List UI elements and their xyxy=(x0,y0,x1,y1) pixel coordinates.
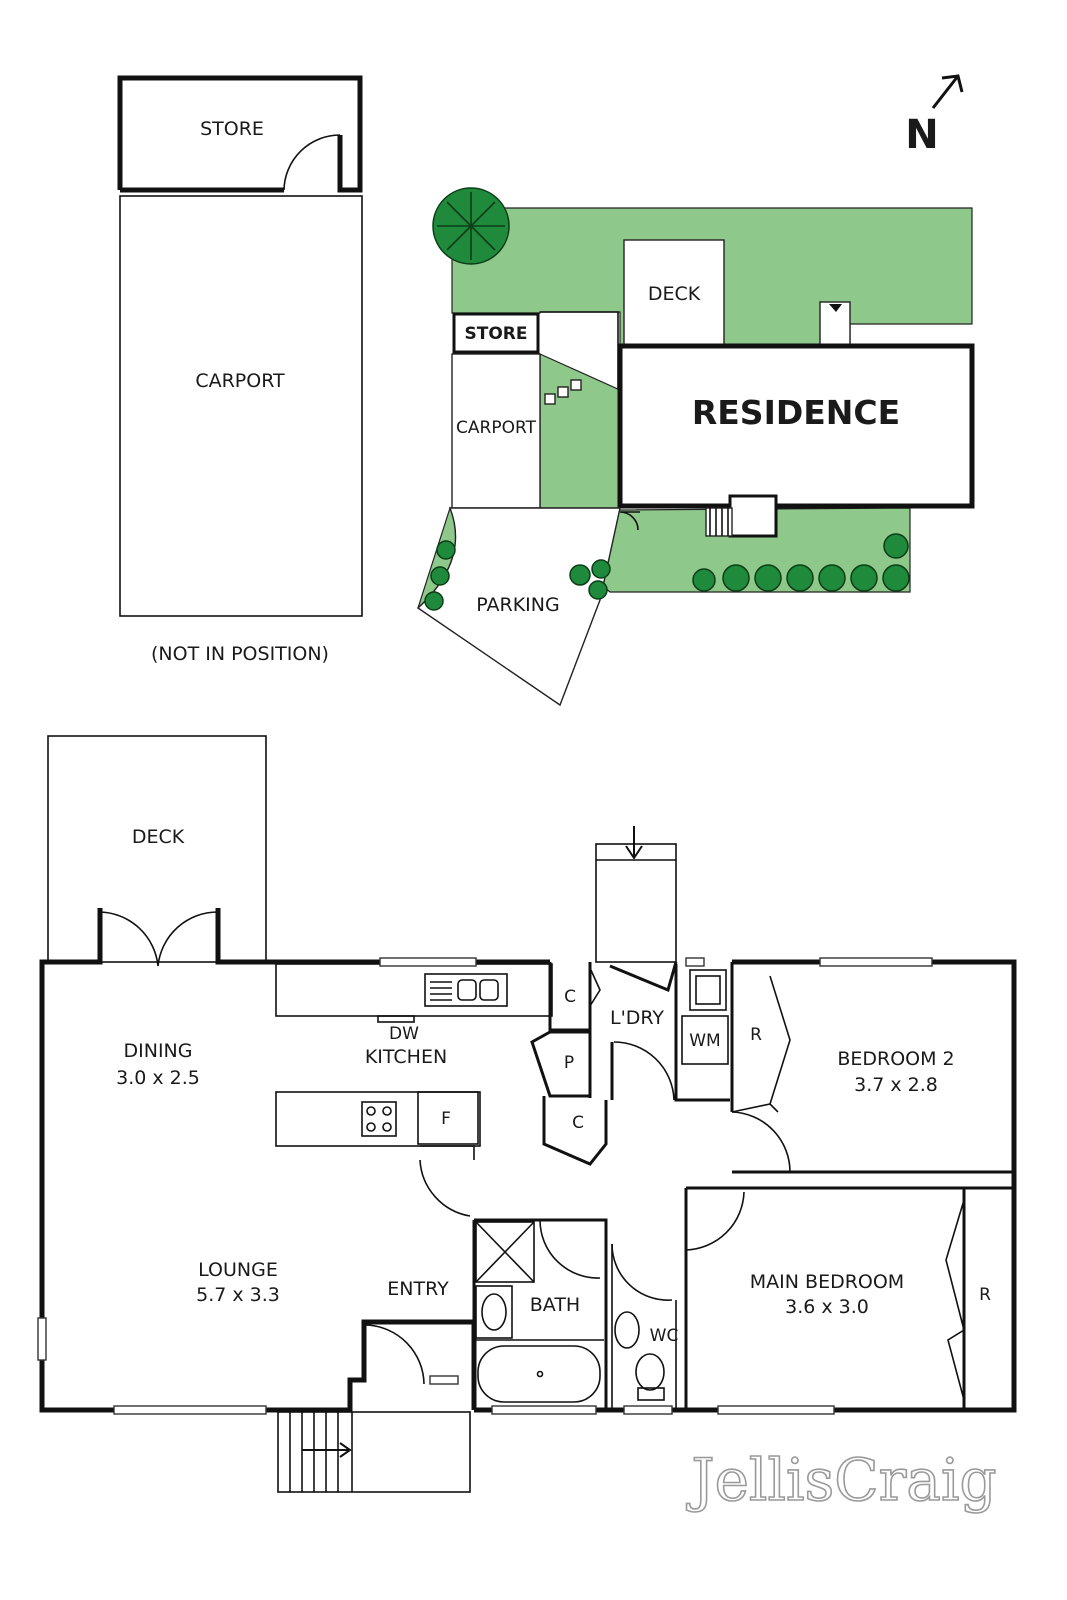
kitchen-bench-front xyxy=(275,1091,481,1147)
lounge-label: LOUNGE xyxy=(198,1259,278,1281)
laundry-label: L'DRY xyxy=(610,1007,664,1029)
house-floor-plan: DECK xyxy=(37,735,1017,1493)
west-exterior-wall xyxy=(39,908,474,1413)
laundry-door-swing xyxy=(613,1041,675,1101)
toilet-icon xyxy=(635,1353,665,1391)
side-window xyxy=(37,1317,47,1361)
kitchen-bench-back xyxy=(275,963,553,1017)
entry-label: ENTRY xyxy=(387,1278,449,1300)
site-carport-label: CARPORT xyxy=(456,418,537,438)
detached-store-label: STORE xyxy=(200,118,264,140)
robe-main-bedroom xyxy=(945,1199,965,1401)
dining-label: DINING xyxy=(124,1040,193,1062)
cupboard-label-1: C xyxy=(564,987,576,1007)
entry-steps xyxy=(289,1412,353,1492)
pantry-label: P xyxy=(564,1053,574,1073)
bedroom2-label: BEDROOM 2 xyxy=(837,1048,954,1070)
bedroom2-window xyxy=(819,957,933,967)
pantry xyxy=(530,1030,592,1098)
french-doors xyxy=(99,911,219,967)
wc-window xyxy=(623,1405,673,1415)
robe-label-main-bedroom: R xyxy=(979,1285,991,1305)
north-compass: N xyxy=(905,74,964,158)
rear-deck xyxy=(47,735,267,963)
dishwasher-label: DW xyxy=(389,1024,419,1044)
washing-machine-space xyxy=(681,1015,729,1065)
site-store xyxy=(452,312,540,354)
kitchen-window xyxy=(379,957,477,967)
tub-icon xyxy=(689,969,727,1011)
front-steps xyxy=(705,507,733,537)
not-in-position-note: (NOT IN POSITION) xyxy=(151,643,329,665)
site-deck xyxy=(623,239,725,346)
site-deck-label: DECK xyxy=(648,283,701,305)
side-garden xyxy=(539,353,621,509)
vanity-basin-icon xyxy=(481,1293,507,1331)
dining-size: 3.0 x 2.5 xyxy=(116,1067,200,1089)
detached-carport-label: CARPORT xyxy=(195,370,285,392)
north-arrow-icon xyxy=(931,74,964,109)
bath-door-swing xyxy=(539,1219,601,1279)
bedroom2-door-swing xyxy=(731,1111,791,1173)
sink-icon xyxy=(424,973,508,1007)
fridge-space xyxy=(417,1091,479,1145)
north-label: N xyxy=(905,112,938,158)
wc-label: WC xyxy=(650,1326,679,1346)
bathtub-icon xyxy=(477,1345,601,1403)
site-parking-label: PARKING xyxy=(476,594,559,616)
wc-basin-icon xyxy=(614,1311,640,1349)
garden-steps xyxy=(544,379,582,405)
bedroom2-size: 3.7 x 2.8 xyxy=(854,1074,938,1096)
cupboard-label-2: C xyxy=(572,1113,584,1133)
robe-label-bedroom2: R xyxy=(750,1025,762,1045)
dishwasher-icon xyxy=(377,1015,415,1023)
kitchen-door-swing xyxy=(419,1159,471,1217)
main-bedroom-door-swing xyxy=(685,1191,745,1251)
detached-store-walls xyxy=(117,75,363,193)
fridge-label: F xyxy=(441,1109,451,1129)
lounge-window xyxy=(113,1405,267,1415)
detached-carport-plan: STORE CARPORT (NOT IN POSITION) xyxy=(117,75,363,665)
kitchen-label: KITCHEN xyxy=(365,1046,447,1068)
shrub-icons xyxy=(424,533,910,611)
wc-door-swing xyxy=(611,1243,673,1301)
site-carport xyxy=(451,353,541,509)
large-tree-icon xyxy=(432,187,510,265)
brand-watermark: JellisCraig xyxy=(686,1446,996,1514)
rear-deck-label: DECK xyxy=(132,826,185,848)
main-bedroom-window xyxy=(717,1405,835,1415)
detached-carport-outline xyxy=(119,195,363,617)
site-plan: DECK STORE CARPORT RESIDENCE xyxy=(416,187,975,707)
shower-icon xyxy=(475,1221,535,1283)
cupboard-c2 xyxy=(542,1096,608,1166)
washing-machine-label: WM xyxy=(689,1031,720,1051)
bath-label: BATH xyxy=(530,1294,580,1316)
bath-window xyxy=(491,1405,597,1415)
site-store-label: STORE xyxy=(465,324,528,344)
main-bedroom-label: MAIN BEDROOM xyxy=(750,1271,904,1293)
main-bedroom-size: 3.6 x 3.0 xyxy=(785,1296,869,1318)
cooktop-icon xyxy=(361,1101,397,1137)
detached-store-door-swing xyxy=(283,134,341,191)
residence-building xyxy=(617,343,975,509)
residence-label: RESIDENCE xyxy=(692,393,900,432)
lounge-size: 5.7 x 3.3 xyxy=(196,1284,280,1306)
robe-bedroom2 xyxy=(769,975,791,1105)
